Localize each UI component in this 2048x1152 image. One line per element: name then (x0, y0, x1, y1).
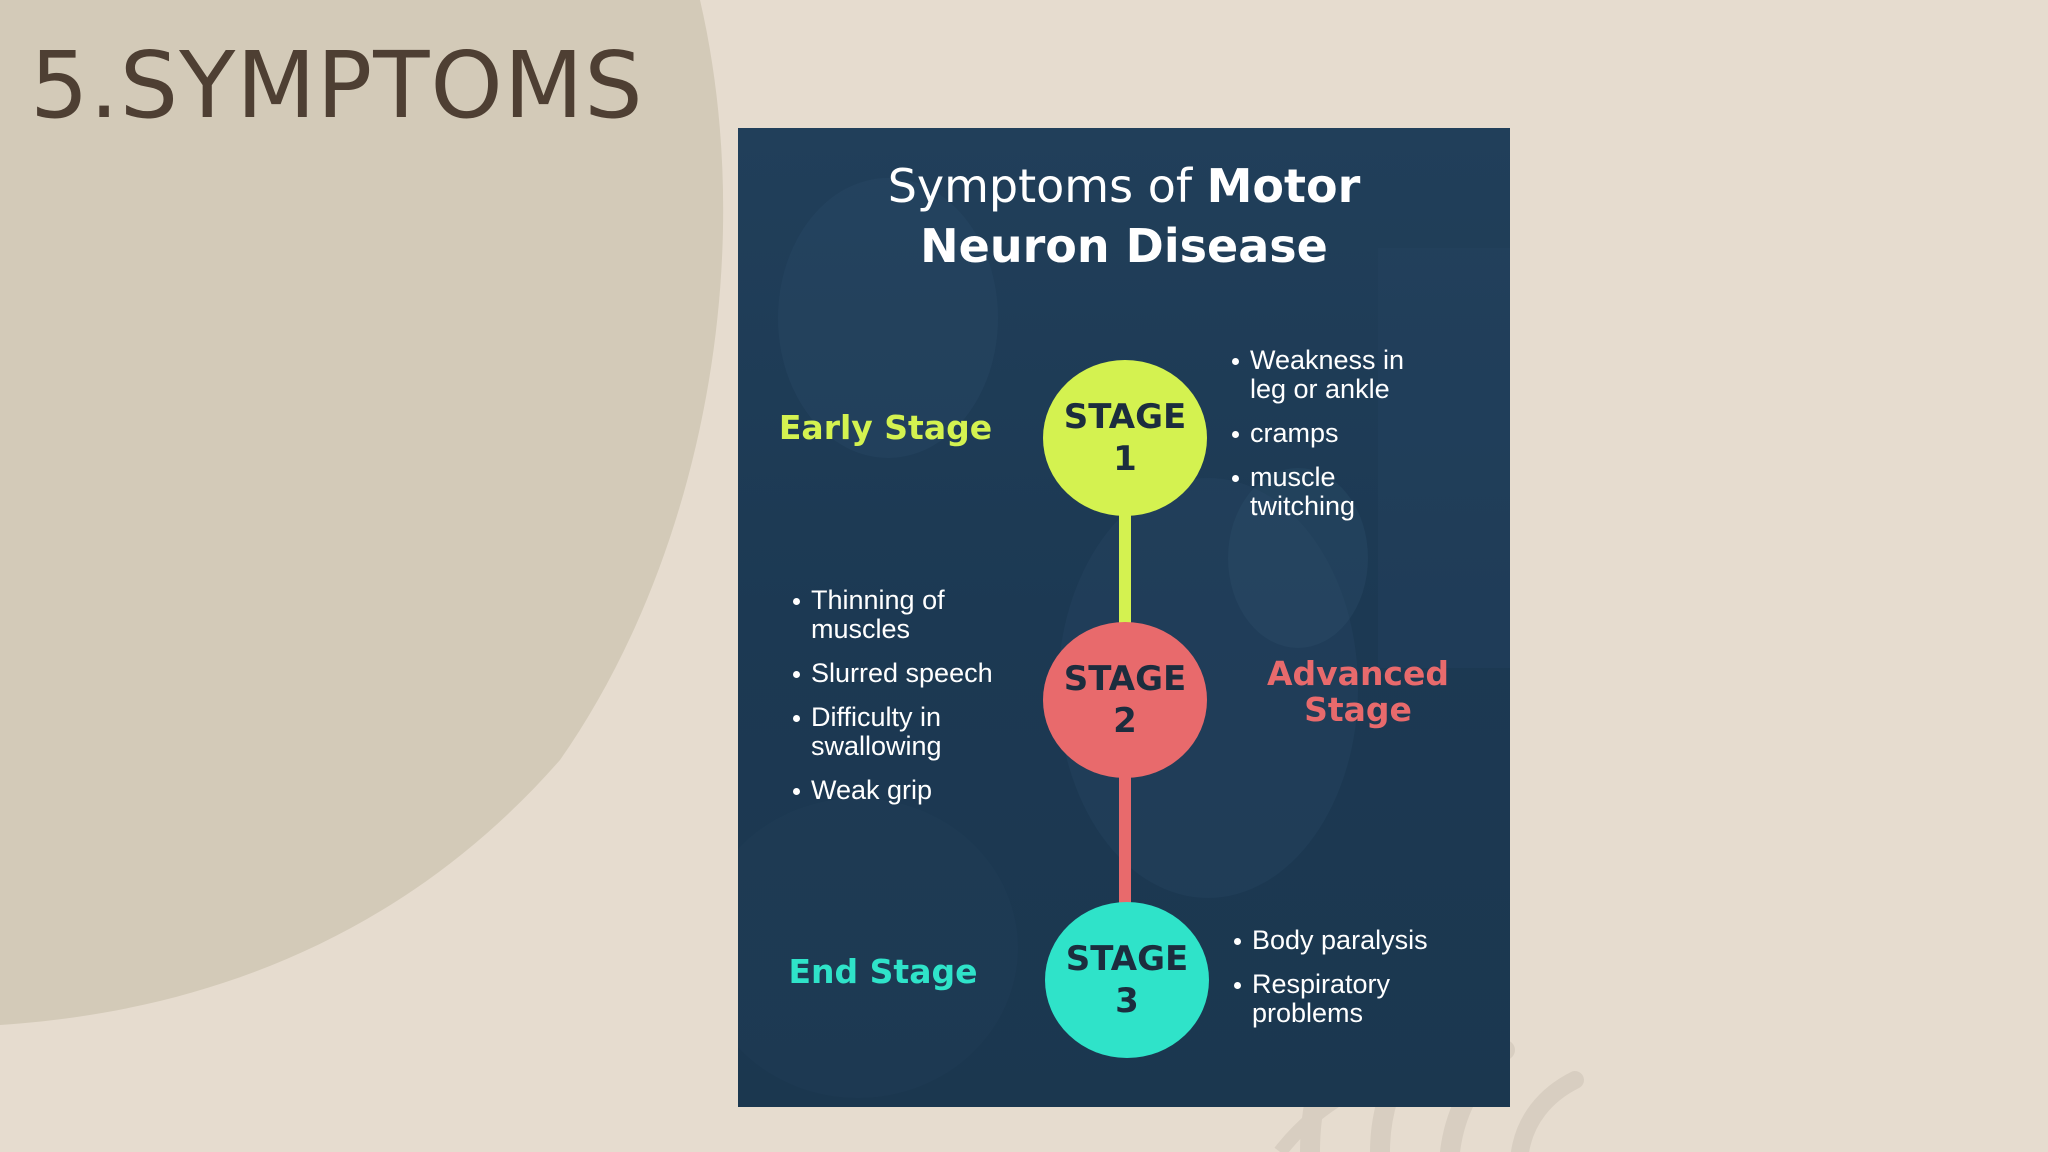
stage-3-circle: STAGE 3 (1045, 902, 1209, 1058)
stage-3-word: STAGE (1065, 939, 1189, 979)
list-item: muscle twitching (1230, 463, 1430, 521)
list-item: Thinning of muscles (791, 586, 1031, 644)
stage-2-symptoms: Thinning of muscles Slurred speech Diffi… (791, 586, 1031, 820)
list-item: Body paralysis (1232, 926, 1462, 955)
infographic-title: Symptoms of Motor Neuron Disease (738, 156, 1510, 276)
list-item: cramps (1230, 419, 1430, 448)
page-title: 5.SYMPTOMS (30, 32, 644, 139)
list-item: Weakness in leg or ankle (1230, 346, 1430, 404)
list-item: Respiratory problems (1232, 970, 1462, 1028)
stage-1-symptoms: Weakness in leg or ankle cramps muscle t… (1230, 346, 1430, 536)
list-item: Weak grip (791, 776, 1031, 805)
list-item: Slurred speech (791, 659, 1031, 688)
stage-2-label: Advanced Stage (1267, 654, 1449, 729)
infographic-title-bold-1: Motor (1206, 159, 1361, 213)
stage-3-number: 3 (1115, 981, 1139, 1021)
stage-3-label: End Stage (788, 952, 978, 991)
stage-1-word: STAGE (1063, 397, 1187, 437)
stage-2-circle: STAGE 2 (1043, 622, 1207, 778)
stage-3-symptoms: Body paralysis Respiratory problems (1232, 926, 1462, 1043)
stage-1-number: 1 (1113, 439, 1137, 479)
stage-1-label: Early Stage (778, 408, 993, 447)
stage-2-word: STAGE (1063, 659, 1187, 699)
stage-1-circle: STAGE 1 (1043, 360, 1207, 516)
list-item: Difficulty in swallowing (791, 703, 1031, 761)
stage-2-number: 2 (1113, 701, 1137, 741)
infographic-image: Symptoms of Motor Neuron Disease STAGE 1… (738, 128, 1510, 1107)
infographic-title-regular: Symptoms of (887, 159, 1207, 213)
infographic-title-bold-2: Neuron Disease (920, 219, 1328, 273)
